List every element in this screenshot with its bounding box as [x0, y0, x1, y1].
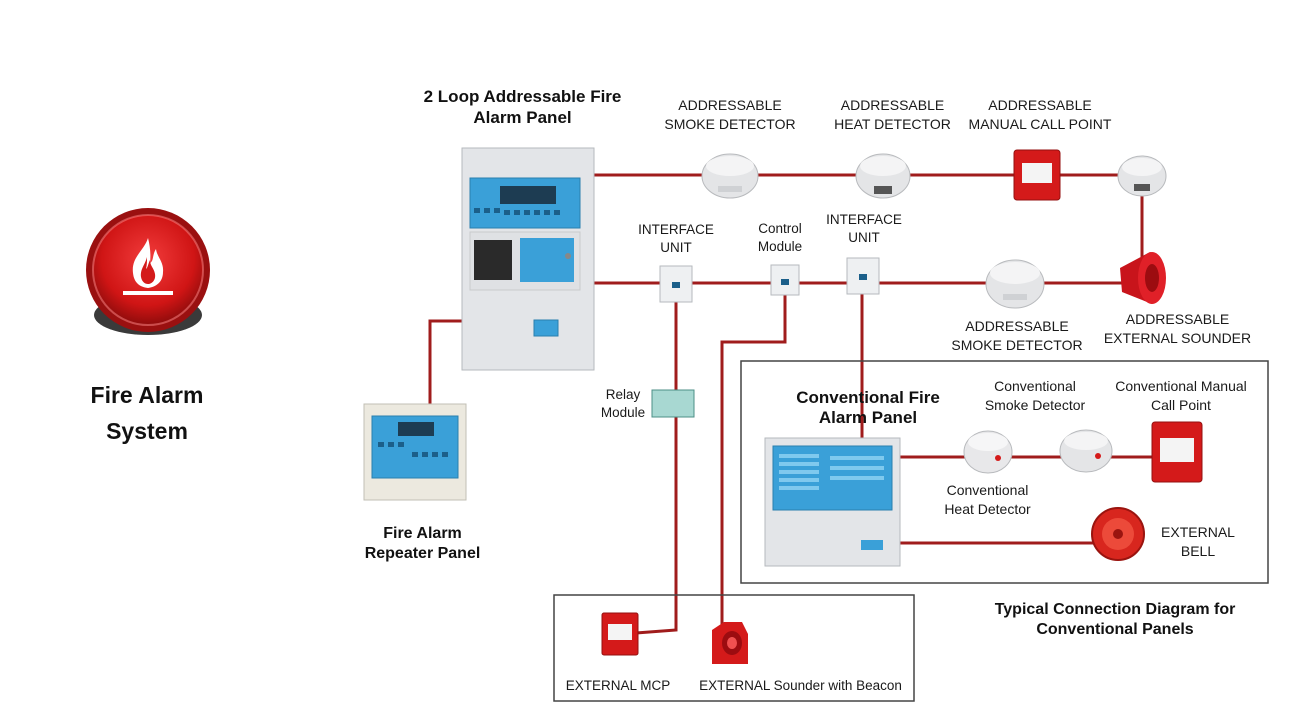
- conventional-panel-title-line-2: Alarm Panel: [818, 408, 918, 427]
- label-line: ADDRESSABLE: [840, 97, 945, 113]
- external-mcp-drawing: [601, 612, 639, 656]
- label-external-bell: EXTERNAL BELL: [1150, 523, 1246, 561]
- label-line: Call Point: [1151, 397, 1211, 413]
- interface-unit-1-drawing: [659, 265, 693, 303]
- external-sounder-beacon-drawing: [712, 622, 748, 664]
- main-panel-title-line-1: 2 Loop Addressable Fire: [423, 87, 622, 106]
- smoke-detector-top-drawing: [701, 153, 759, 199]
- label-line: INTERFACE: [638, 222, 714, 237]
- label-line: Conventional: [994, 378, 1076, 394]
- label-line: HEAT DETECTOR: [834, 116, 951, 132]
- label-line: ADDRESSABLE: [988, 97, 1092, 113]
- label-conv-smoke-detector: Conventional Smoke Detector: [960, 377, 1110, 415]
- conventional-smoke-detector-drawing: [1059, 429, 1113, 473]
- conventional-mcp-drawing: [1151, 421, 1203, 483]
- main-panel-drawing: [461, 147, 595, 371]
- caption-line-1: Typical Connection Diagram for: [994, 601, 1236, 618]
- repeater-panel-title-line-2: Repeater Panel: [364, 545, 481, 562]
- label-smoke-detector-top: ADDRESSABLE SMOKE DETECTOR: [640, 96, 820, 134]
- label-line: EXTERNAL SOUNDER: [1103, 330, 1252, 346]
- main-panel-title-line-2: Alarm Panel: [473, 108, 572, 127]
- label-smoke-detector-mid: ADDRESSABLE SMOKE DETECTOR: [932, 317, 1102, 355]
- title-line-1: Fire Alarm: [90, 382, 204, 408]
- repeater-panel-title: Fire Alarm Repeater Panel: [340, 524, 505, 564]
- conventional-panel-title-line-1: Conventional Fire: [796, 388, 940, 407]
- main-panel-title: 2 Loop Addressable Fire Alarm Panel: [400, 86, 645, 128]
- label-line: ADDRESSABLE: [678, 97, 782, 113]
- label-conv-mcp: Conventional Manual Call Point: [1098, 377, 1264, 415]
- label-line: SMOKE DETECTOR: [664, 116, 796, 132]
- label-line: Relay: [605, 387, 641, 402]
- label-interface-unit-1: INTERFACE UNIT: [626, 221, 726, 257]
- label-external-sounder: ADDRESSABLE EXTERNAL SOUNDER: [1090, 310, 1265, 348]
- label-line: UNIT: [660, 240, 692, 255]
- label-line: ADDRESSABLE: [1125, 311, 1230, 327]
- label-line: INTERFACE: [826, 212, 902, 227]
- label-line: Heat Detector: [944, 501, 1031, 517]
- label-line: Conventional Manual: [1115, 378, 1247, 394]
- fire-icon: [86, 208, 210, 335]
- diagram-caption: Typical Connection Diagram for Conventio…: [965, 600, 1265, 640]
- label-conv-heat-detector: Conventional Heat Detector: [920, 481, 1055, 519]
- conventional-panel-title: Conventional Fire Alarm Panel: [773, 388, 963, 428]
- label-line: UNIT: [848, 230, 880, 245]
- label-relay-module: Relay Module: [588, 386, 658, 422]
- caption-line-2: Conventional Panels: [1036, 621, 1194, 638]
- control-module-drawing: [770, 264, 800, 296]
- label-line: Module: [757, 239, 803, 254]
- label-line: Conventional: [946, 482, 1029, 498]
- external-bell-drawing: [1091, 507, 1145, 561]
- label-line: BELL: [1180, 543, 1216, 559]
- label-line: EXTERNAL: [1161, 524, 1235, 540]
- label-external-mcp: EXTERNAL MCP: [565, 678, 671, 693]
- label-line: SMOKE DETECTOR: [951, 337, 1083, 353]
- conventional-panel-drawing: [764, 437, 901, 567]
- external-devices-box: [553, 594, 915, 702]
- label-line: Module: [600, 405, 646, 420]
- label-line: Smoke Detector: [984, 397, 1086, 413]
- repeater-panel-title-line-1: Fire Alarm: [383, 525, 462, 542]
- label-external-sounder-beacon: EXTERNAL Sounder with Beacon: [699, 678, 902, 693]
- label-mcp-top: ADDRESSABLE MANUAL CALL POINT: [950, 96, 1130, 134]
- smoke-detector-mid-drawing: [985, 259, 1045, 309]
- label-heat-detector-top: ADDRESSABLE HEAT DETECTOR: [800, 96, 985, 134]
- relay-module-drawing: [651, 389, 695, 418]
- conventional-section-box: [740, 360, 1269, 584]
- interface-unit-2-drawing: [846, 257, 880, 295]
- label-line: Control: [758, 221, 802, 236]
- conventional-heat-detector-drawing: [963, 430, 1013, 474]
- fire-alarm-badge: [84, 207, 212, 339]
- label-line: ADDRESSABLE: [965, 318, 1069, 334]
- label-line: MANUAL CALL POINT: [968, 116, 1112, 132]
- title-line-2: System: [106, 418, 188, 444]
- label-interface-unit-2: INTERFACE UNIT: [814, 211, 914, 247]
- label-control-module: Control Module: [738, 220, 822, 256]
- repeater-panel-drawing: [363, 403, 467, 501]
- mcp-top-drawing: [1013, 149, 1061, 201]
- page-title: Fire Alarm System: [62, 377, 232, 449]
- loop-end-detector-drawing: [1117, 155, 1167, 197]
- heat-detector-top-drawing: [855, 153, 911, 199]
- external-sounder-drawing: [1120, 252, 1166, 304]
